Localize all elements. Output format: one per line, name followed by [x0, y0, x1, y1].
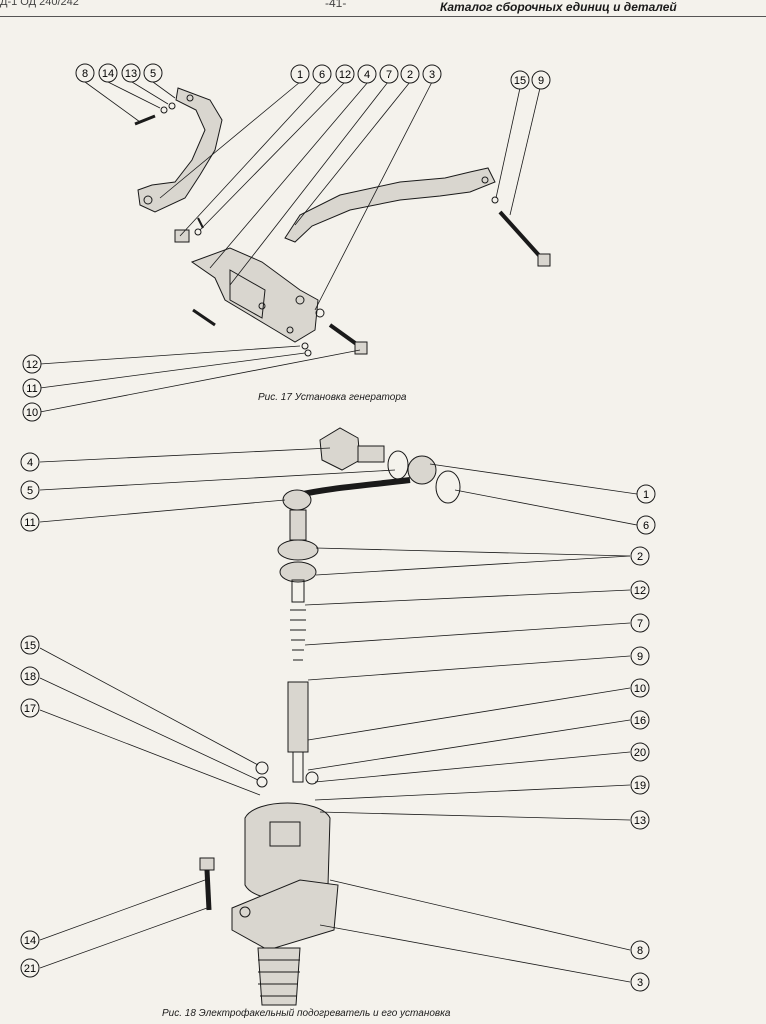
callout: 8	[630, 940, 650, 960]
svg-text:1: 1	[643, 489, 649, 501]
svg-text:14: 14	[102, 68, 114, 80]
callout: 18	[20, 666, 40, 686]
svg-text:5: 5	[150, 68, 156, 80]
svg-text:3: 3	[637, 977, 643, 989]
callout: 1	[636, 484, 656, 504]
callout: 7	[379, 64, 399, 84]
callout: 2	[400, 64, 420, 84]
svg-text:7: 7	[386, 69, 392, 81]
callout: 7	[630, 613, 650, 633]
svg-text:9: 9	[538, 75, 544, 87]
callout: 5	[20, 480, 40, 500]
bolt-parts-fig17	[134, 102, 551, 357]
callout: 2	[630, 546, 650, 566]
callout: 15	[20, 635, 40, 655]
svg-text:18: 18	[24, 671, 36, 683]
callout: 9	[531, 70, 551, 90]
figure18-caption: Рис. 18 Электрофакельный подогреватель и…	[162, 1008, 451, 1019]
svg-text:20: 20	[634, 747, 646, 759]
svg-text:11: 11	[26, 383, 37, 395]
valve-body	[277, 509, 319, 783]
figure17-caption: Рис. 17 Установка генератора	[258, 392, 407, 403]
callout: 10	[630, 678, 650, 698]
callout: 3	[630, 972, 650, 992]
callout: 9	[630, 646, 650, 666]
svg-text:17: 17	[24, 703, 36, 715]
callout: 4	[20, 452, 40, 472]
fig17-leader-lines	[39, 81, 541, 413]
generator-bracket-left	[137, 87, 223, 213]
callout: 1	[290, 64, 310, 84]
svg-text:6: 6	[319, 69, 325, 81]
callout: 13	[630, 810, 650, 830]
callout: 12	[335, 64, 355, 84]
svg-text:10: 10	[26, 407, 38, 419]
mount-bolt-fig18	[199, 857, 215, 911]
page-number: -41-	[325, 0, 347, 10]
header-title: Каталог сборочных единиц и деталей	[440, 0, 677, 14]
svg-text:13: 13	[634, 815, 646, 827]
svg-text:6: 6	[643, 520, 649, 532]
callout: 4	[357, 64, 377, 84]
svg-text:21: 21	[24, 963, 36, 975]
callout: 14	[20, 930, 40, 950]
svg-text:5: 5	[27, 485, 33, 497]
callout: 10	[22, 402, 42, 422]
callout: 20	[630, 742, 650, 762]
svg-text:7: 7	[637, 618, 643, 630]
tension-strap	[284, 167, 496, 243]
svg-text:13: 13	[125, 68, 137, 80]
svg-text:9: 9	[637, 651, 643, 663]
svg-text:19: 19	[634, 780, 646, 792]
callout: 15	[510, 70, 530, 90]
svg-text:12: 12	[339, 69, 351, 81]
callout: 6	[636, 515, 656, 535]
header-doc-code: Д-1 ОД 240/242	[0, 0, 79, 8]
banjo-bolt	[319, 427, 385, 471]
svg-text:11: 11	[24, 517, 35, 529]
header-rule	[0, 16, 766, 17]
callout: 21	[20, 958, 40, 978]
svg-text:12: 12	[634, 585, 646, 597]
svg-text:16: 16	[634, 715, 646, 727]
svg-text:15: 15	[24, 640, 36, 652]
svg-text:8: 8	[637, 945, 643, 957]
svg-text:1: 1	[297, 69, 303, 81]
svg-text:3: 3	[429, 69, 435, 81]
svg-text:14: 14	[24, 935, 36, 947]
callout: 11	[22, 378, 42, 398]
callout: 19	[630, 775, 650, 795]
callout-group: 8 14 13 5 1 6 12 4 7 2 3 15 9 12 11 10 4…	[20, 63, 656, 992]
callout: 12	[22, 354, 42, 374]
svg-text:12: 12	[26, 359, 38, 371]
callout: 3	[422, 64, 442, 84]
fig18-leader-lines	[39, 447, 638, 983]
svg-text:10: 10	[634, 683, 646, 695]
callout: 8	[75, 63, 95, 83]
callout: 14	[98, 63, 118, 83]
callout: 16	[630, 710, 650, 730]
callout: 13	[121, 63, 141, 83]
callout: 6	[312, 64, 332, 84]
svg-text:2: 2	[637, 551, 643, 563]
svg-text:8: 8	[82, 68, 88, 80]
svg-text:2: 2	[407, 69, 413, 81]
heater-housing	[231, 761, 339, 1006]
callout: 5	[143, 63, 163, 83]
generator-mount-bracket	[190, 247, 319, 343]
svg-text:15: 15	[514, 75, 526, 87]
callout: 11	[20, 512, 40, 532]
callout: 12	[630, 580, 650, 600]
svg-text:4: 4	[27, 457, 33, 469]
callout: 17	[20, 698, 40, 718]
svg-text:4: 4	[364, 69, 370, 81]
